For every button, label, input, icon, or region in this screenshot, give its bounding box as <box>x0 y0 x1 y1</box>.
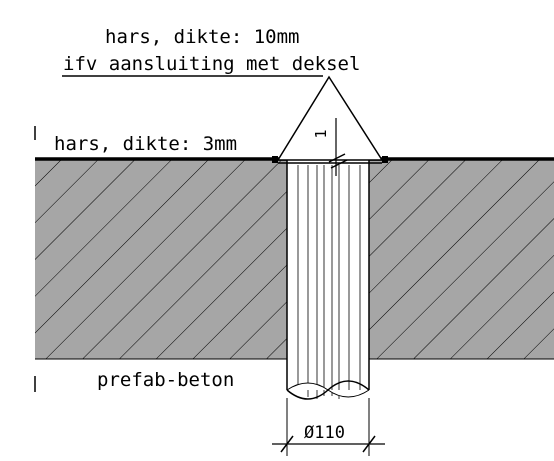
label-resin-10mm-note: ifv aansluiting met deksel <box>63 53 360 75</box>
diameter-dimension <box>272 398 385 456</box>
slope-label: 1 <box>312 129 330 138</box>
label-resin-3mm: hars, dikte: 3mm <box>54 133 237 155</box>
resin-cone <box>272 75 388 164</box>
label-concrete: prefab-beton <box>97 369 234 391</box>
label-resin-10mm: hars, dikte: 10mm <box>105 26 299 48</box>
pipe <box>286 160 370 400</box>
slope-indicator <box>328 118 348 176</box>
label-diameter: Ø110 <box>304 423 345 443</box>
